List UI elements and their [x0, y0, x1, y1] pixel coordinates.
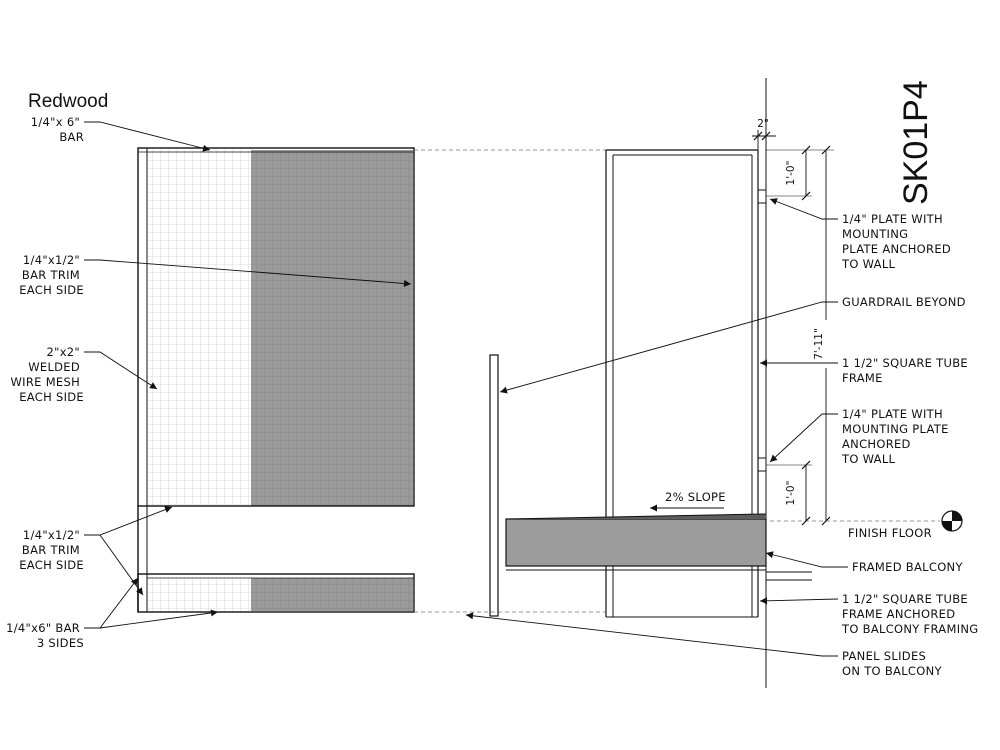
sheet-id: SK01P4	[897, 80, 935, 205]
label-line: 3 SIDES	[37, 636, 84, 650]
dim-wall-gap: 2"	[757, 118, 769, 130]
dim-bottom-offset: 1'-0"	[785, 481, 797, 506]
label-finish-floor: FINISH FLOOR	[848, 526, 932, 540]
leader-framed-balcony	[765, 551, 848, 568]
label-line: FRAMED BALCONY	[852, 560, 963, 574]
label-line: 1/4"x 6"	[31, 115, 80, 129]
label-line: 1/4"x1/2"	[23, 528, 80, 542]
label-line: TO BALCONY FRAMING	[841, 622, 979, 636]
label-panel-slides: PANEL SLIDES ON TO BALCONY	[842, 649, 942, 678]
leader-wire-mesh	[84, 351, 158, 390]
label-line: MOUNTING PLATE	[842, 422, 949, 436]
drawing-title: Redwood	[28, 91, 108, 112]
label-line: 1/4" PLATE WITH	[842, 407, 943, 421]
balcony-slope-line	[505, 513, 767, 520]
left-callouts: 1/4"x 6" BAR 1/4"x1/2" BAR TRIM EACH SID…	[6, 115, 412, 650]
label-line: PANEL SLIDES	[842, 649, 926, 663]
label-bar-bottom: 1/4"x6" BAR 3 SIDES	[6, 621, 84, 650]
right-callouts: 1/4" PLATE WITH MOUNTING PLATE ANCHORED …	[465, 198, 979, 678]
label-line: PLATE ANCHORED	[842, 242, 951, 256]
leader-bar-trim-lower-a	[84, 506, 173, 536]
label-line: 1/4" PLATE WITH	[842, 212, 943, 226]
label-line: EACH SIDE	[19, 558, 84, 572]
sliding-panel-elevation	[137, 147, 415, 613]
label-line: 2"x2"	[47, 345, 81, 359]
label-line: 1 1/2" SQUARE TUBE	[842, 356, 968, 370]
label-bar-trim-upper: 1/4"x1/2" BAR TRIM EACH SIDE	[19, 253, 84, 297]
leader-bar-top	[84, 121, 211, 152]
label-line: TO WALL	[841, 257, 896, 271]
label-line: WELDED	[28, 360, 80, 374]
mounting-plate-bottom	[757, 457, 767, 472]
leader-plate-bottom	[769, 413, 838, 463]
mounting-plate-top	[757, 189, 767, 204]
framed-balcony	[505, 518, 767, 567]
label-line: FRAME	[842, 371, 883, 385]
label-line: FRAME ANCHORED	[842, 607, 955, 621]
leader-tube-frame-anchored	[759, 597, 839, 605]
label-tube-frame: 1 1/2" SQUARE TUBE FRAME	[842, 356, 972, 385]
dim-top-offset: 1'-0"	[785, 161, 797, 186]
label-line: BAR TRIM	[22, 543, 80, 557]
label-framed-balcony: FRAMED BALCONY	[852, 560, 963, 574]
guardrail-post	[489, 354, 499, 617]
label-line: ON TO BALCONY	[842, 664, 942, 678]
dimension-lines: 2" 1'-0" 7'-11" 1'-0"	[752, 118, 834, 526]
label-line: TO WALL	[841, 452, 896, 466]
leader-bar-trim-lower-b	[99, 534, 144, 596]
label-plate-top: 1/4" PLATE WITH MOUNTING PLATE ANCHORED …	[841, 212, 955, 271]
leader-bar-bottom-a	[84, 577, 139, 629]
mesh-light-lower	[147, 578, 251, 611]
label-line: MOUNTING	[842, 227, 908, 241]
label-line: EACH SIDE	[19, 283, 84, 297]
label-line: BAR	[59, 130, 84, 144]
mesh-dark-upper	[251, 150, 413, 506]
upper-panel-frame	[137, 147, 415, 507]
label-line: 1 1/2" SQUARE TUBE	[842, 592, 968, 606]
leader-bar-trim-upper	[84, 259, 412, 287]
label-line: 1/4"x6" BAR	[6, 621, 80, 635]
label-line: EACH SIDE	[19, 390, 84, 404]
label-bar-trim-lower: 1/4"x1/2" BAR TRIM EACH SIDE	[19, 528, 84, 572]
label-line: WIRE MESH	[11, 375, 81, 389]
label-bar-top: 1/4"x 6" BAR	[31, 115, 84, 144]
leader-bar-bottom-b	[99, 609, 219, 629]
slope-note: 2% SLOPE	[665, 490, 726, 504]
leader-panel-slides	[465, 612, 838, 657]
label-line: ANCHORED	[842, 437, 911, 451]
label-guardrail: GUARDRAIL BEYOND	[842, 295, 966, 309]
label-line: 1/4"x1/2"	[23, 253, 80, 267]
mesh-light-upper	[147, 150, 251, 506]
mesh-dark-lower	[251, 578, 413, 611]
datum-symbol	[941, 510, 963, 532]
dim-overall-height: 7'-11"	[813, 328, 825, 360]
label-wire-mesh: 2"x2" WELDED WIRE MESH EACH SIDE	[11, 345, 84, 404]
label-line: FINISH FLOOR	[848, 526, 932, 540]
label-line: BAR TRIM	[22, 268, 80, 282]
label-plate-bottom: 1/4" PLATE WITH MOUNTING PLATE ANCHORED …	[841, 407, 953, 466]
label-tube-frame-anchored: 1 1/2" SQUARE TUBE FRAME ANCHORED TO BAL…	[841, 592, 979, 636]
leader-plate-top	[769, 198, 838, 220]
section-view	[489, 78, 963, 688]
leader-guardrail	[499, 301, 838, 394]
label-line: GUARDRAIL BEYOND	[842, 295, 966, 309]
